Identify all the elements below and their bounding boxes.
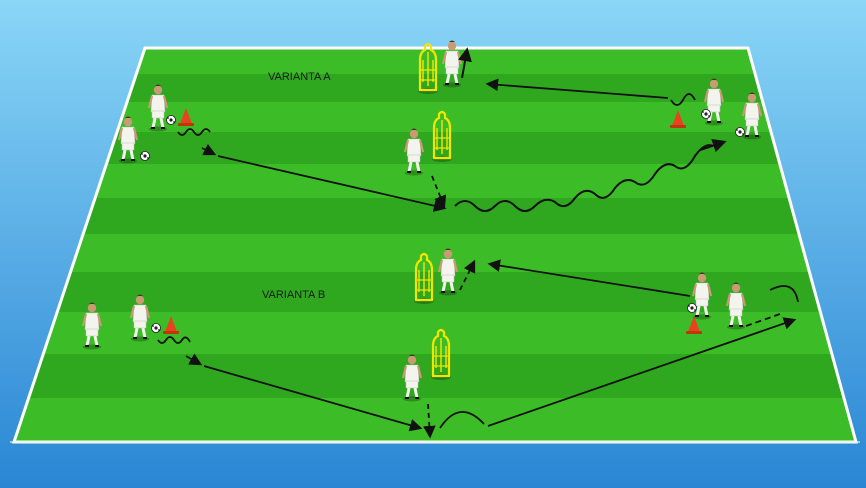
pitch bbox=[14, 48, 856, 442]
variant-a-label: VARIANTA A bbox=[268, 71, 331, 83]
dribble-path bbox=[454, 144, 714, 212]
pass-arrow bbox=[487, 317, 797, 427]
pass-arrow bbox=[485, 78, 669, 99]
ball-icon bbox=[151, 323, 161, 333]
dribble-path bbox=[177, 128, 211, 136]
run-arrow bbox=[745, 313, 781, 327]
pass-arrow bbox=[487, 259, 691, 297]
pass-arrow bbox=[203, 365, 423, 432]
ball-icon bbox=[687, 303, 697, 313]
variant-b-label: VARIANTA B bbox=[262, 289, 325, 301]
variant-b-drill bbox=[81, 247, 799, 439]
run-arrow bbox=[458, 47, 472, 79]
ball-icon bbox=[701, 109, 711, 119]
variant-a-drill bbox=[117, 39, 763, 212]
turn-path bbox=[439, 411, 485, 429]
ball-icon bbox=[140, 151, 150, 161]
pass-arrow bbox=[217, 155, 447, 212]
ball-icon bbox=[735, 127, 745, 137]
dribble-path bbox=[157, 336, 191, 344]
ball-icon bbox=[166, 115, 176, 125]
